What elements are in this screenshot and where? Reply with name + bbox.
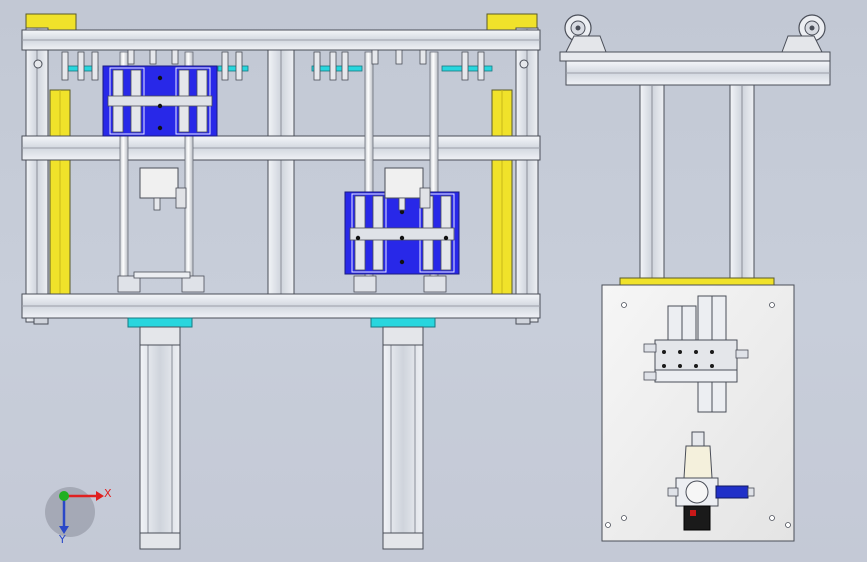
x-axis-label: X	[104, 487, 112, 500]
valve-manifold	[643, 295, 749, 413]
filter-regulator	[667, 431, 755, 531]
side-view-assembly	[559, 14, 831, 542]
y-axis-arrowhead	[59, 526, 69, 534]
x-axis-arrowhead	[96, 491, 104, 501]
cylinder-left	[127, 317, 193, 550]
y-axis-label: Y	[58, 533, 66, 546]
triad-shadow	[45, 487, 95, 537]
sensor-box-left	[139, 167, 179, 199]
caster-right	[781, 14, 826, 53]
z-axis-dot	[59, 491, 69, 501]
axis-triad: X Y	[45, 487, 112, 546]
right-lift-module	[311, 49, 493, 293]
left-lift-module	[61, 49, 249, 293]
cylinder-right	[370, 317, 436, 550]
caster-left	[564, 14, 607, 53]
front-view-frame	[21, 13, 541, 550]
sensor-box-right	[384, 167, 424, 199]
